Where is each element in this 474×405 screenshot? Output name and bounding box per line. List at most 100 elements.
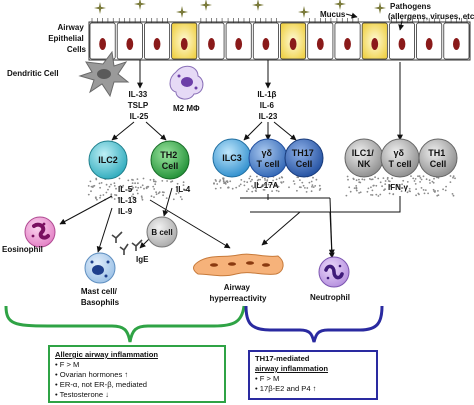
cell-nucleus: [235, 38, 243, 50]
th1-label-line2: Cell: [430, 159, 447, 169]
secretion-dot: [415, 188, 417, 191]
gd-right-label-line1: γδ: [394, 148, 405, 158]
secretion-dot: [155, 191, 158, 194]
secretion-dot: [184, 189, 187, 192]
secretion-dot: [384, 180, 387, 182]
mast-cell-icon: [84, 252, 116, 284]
mucus-star: [298, 6, 310, 18]
mucus-star: [176, 6, 188, 18]
cell-nucleus: [262, 38, 270, 50]
secretion-dot: [92, 185, 95, 188]
secretion-dot: [154, 183, 157, 186]
th2-label-line2: Cell: [162, 161, 179, 171]
secretion-dot: [422, 189, 425, 191]
secretion-dot: [127, 179, 130, 182]
secretion-dot: [231, 187, 234, 190]
secretion-dot: [311, 184, 314, 187]
secretion-dot: [301, 181, 304, 184]
secretion-dot: [99, 186, 101, 189]
secretion-dot: [277, 190, 280, 193]
ilc3-label: ILC3: [222, 153, 242, 163]
secretion-dot: [222, 177, 224, 180]
secretion-dot: [249, 180, 252, 183]
pathogens-label: Pathogens (allergens, viruses, etc): [388, 2, 474, 21]
secretion-dot: [113, 185, 116, 187]
secretion-dot: [384, 183, 387, 186]
secretion-dot: [375, 184, 378, 187]
cell-nucleus: [452, 38, 460, 50]
cytokine-il23: IL-23: [259, 112, 278, 121]
secretion-dot: [414, 178, 417, 180]
secretion-dot: [260, 186, 263, 189]
secretion-dot: [346, 175, 349, 178]
th2-cytokines: IL-5 IL-13 IL-9: [118, 185, 139, 216]
secretion-dot: [310, 180, 313, 183]
secretion-dot: [113, 182, 116, 185]
secretion-dot: [355, 189, 358, 192]
secretion-dot: [274, 184, 277, 187]
secretion-dot: [223, 182, 226, 185]
secretion-dot: [152, 178, 155, 181]
secretion-dot: [315, 178, 318, 181]
secretion-dot: [152, 185, 155, 188]
secretion-dot: [229, 180, 232, 183]
secretion-dot: [247, 188, 250, 191]
secretion-dot: [137, 186, 140, 189]
secretion-dot: [121, 186, 124, 189]
secretion-dot: [131, 178, 133, 181]
secretion-dot: [246, 181, 249, 184]
cytokine-il1b: IL-1β: [257, 90, 276, 99]
th17-inflammation-box: TH17-mediated airway inflammation • F > …: [248, 350, 378, 400]
secretion-dot: [165, 197, 168, 200]
gd-t-cell-mid: γδ T cell: [248, 138, 288, 178]
secretion-dot: [449, 175, 452, 177]
secretion-dot: [402, 179, 405, 182]
secretion-dot: [433, 177, 435, 180]
secretion-dot: [406, 181, 409, 183]
secretion-dot: [452, 176, 454, 179]
secretion-dot: [119, 185, 122, 187]
secretion-dot: [99, 196, 101, 199]
mast-cell-label-line1: Mast cell/: [81, 287, 118, 296]
secretion-dot: [371, 189, 374, 192]
secretion-dot: [219, 179, 222, 182]
secretion-dot: [437, 194, 440, 197]
secretion-dot: [400, 190, 403, 193]
secretion-dot: [264, 179, 266, 181]
secretion-dot: [87, 185, 90, 187]
secretion-dot: [105, 191, 108, 194]
secretion-dot: [437, 190, 439, 192]
th1-cell: TH1 Cell: [418, 138, 458, 178]
secretion-dot: [388, 192, 391, 195]
m2-macrophage-label: M2 MΦ: [173, 104, 200, 113]
mucus-star: [94, 2, 106, 14]
secretion-dot: [429, 182, 431, 184]
secretion-dot: [218, 180, 221, 183]
secretion-dot: [175, 186, 178, 189]
gd-right-label-line2: T cell: [388, 159, 411, 169]
secretion-dot: [222, 180, 225, 183]
cell-nucleus: [180, 38, 188, 50]
pathogens-label-line2: (allergens, viruses, etc): [388, 12, 474, 21]
secretion-dot: [272, 179, 274, 182]
secretion-dot: [113, 198, 116, 200]
secretion-dot: [170, 181, 172, 183]
secretion-dot: [345, 194, 348, 197]
secretion-dot: [386, 178, 389, 180]
secretion-dot: [240, 179, 243, 181]
th1-label-line1: TH1: [428, 148, 445, 158]
secretion-dot: [412, 177, 415, 180]
secretion-dot: [423, 192, 426, 195]
airway-label-line1: Airway: [224, 283, 251, 292]
secretion-dot: [256, 179, 259, 182]
secretion-dot: [348, 186, 351, 189]
eosinophil-icon: [24, 216, 56, 248]
secretion-dot: [90, 190, 92, 193]
secretion-dot: [249, 175, 252, 178]
secretion-dot: [442, 188, 444, 191]
secretion-dot: [297, 176, 300, 179]
secretion-dot: [379, 193, 382, 196]
secretion-dot: [214, 179, 217, 181]
secretion-dot: [353, 187, 356, 190]
secretion-dot: [433, 190, 436, 193]
